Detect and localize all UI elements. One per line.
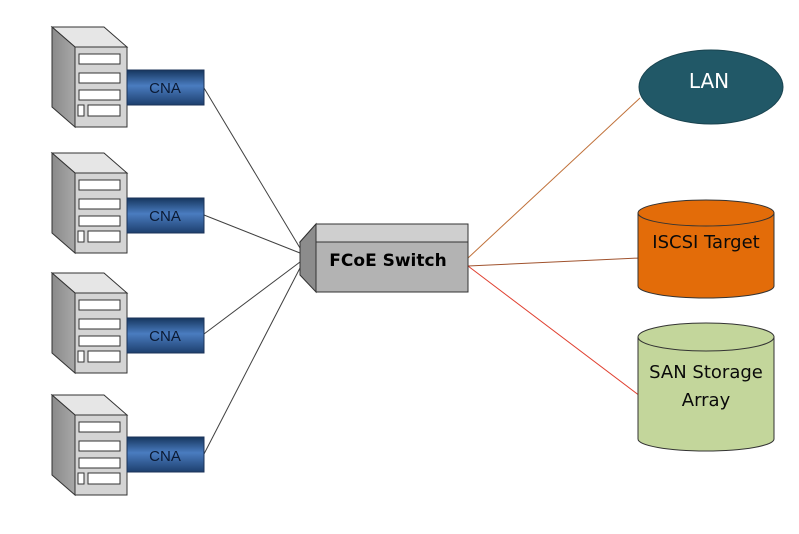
drive-bay [78, 215, 121, 227]
iscsi-cylinder-body [637, 212, 775, 299]
switch-side [299, 222, 317, 294]
iscsi-target: ISCSI Target [637, 199, 775, 299]
drive-bay [78, 89, 121, 101]
power-button [77, 230, 85, 243]
drive-bay [78, 457, 121, 469]
fcoe-switch: FCoE Switch [298, 222, 469, 294]
server-1 [50, 25, 129, 129]
drive-bay [78, 299, 121, 311]
drive-bay [78, 198, 121, 210]
cna-adapter-3: CNA [126, 317, 205, 354]
iscsi-label: ISCSI Target [652, 232, 759, 253]
switch-top [298, 223, 469, 243]
drive-bay [78, 72, 121, 84]
link-server-2-switch [203, 214, 301, 254]
drive-bay [78, 318, 121, 330]
cna-card [126, 69, 205, 106]
cna-adapter-1: CNA [126, 69, 205, 106]
cna-label: CNA [149, 448, 181, 465]
cna-label: CNA [149, 208, 181, 225]
cna-card [126, 317, 205, 354]
drive-bay [78, 179, 121, 191]
power-button [77, 350, 85, 363]
san-cylinder-top [637, 322, 775, 352]
server-4 [50, 393, 129, 497]
san-storage-array: SAN Storage Array [637, 322, 775, 452]
link-switch-san [467, 265, 641, 397]
lan-node: LAN [638, 49, 784, 125]
link-switch-lan [467, 97, 641, 259]
drive-bay [87, 230, 121, 243]
power-button [77, 104, 85, 117]
switch-front [315, 241, 469, 293]
drive-bay [78, 53, 121, 65]
san-cylinder-body [637, 336, 775, 452]
connection-lines [203, 87, 641, 455]
lan-label: LAN [689, 69, 729, 93]
drive-bay [87, 350, 121, 363]
san-label-line1: SAN Storage [649, 362, 763, 383]
drive-bay [78, 335, 121, 347]
switch-label: FCoE Switch [329, 251, 446, 271]
link-switch-iscsi [467, 257, 641, 267]
link-server-1-switch [203, 87, 301, 249]
san-label-line2: Array [682, 390, 731, 411]
drive-bay [78, 440, 121, 452]
drive-bay [87, 104, 121, 117]
cna-label: CNA [149, 80, 181, 97]
drive-bay [87, 472, 121, 485]
iscsi-cylinder-top [637, 199, 775, 227]
link-server-3-switch [203, 261, 301, 335]
cna-adapter-4: CNA [126, 436, 205, 473]
cna-label: CNA [149, 328, 181, 345]
drive-bay [78, 421, 121, 433]
cna-adapter-2: CNA [126, 197, 205, 234]
power-button [77, 472, 85, 485]
lan-cloud [638, 49, 784, 125]
link-server-4-switch [203, 267, 301, 455]
server-2 [50, 151, 129, 255]
cna-card [126, 436, 205, 473]
server-3 [50, 271, 129, 375]
cna-card [126, 197, 205, 234]
